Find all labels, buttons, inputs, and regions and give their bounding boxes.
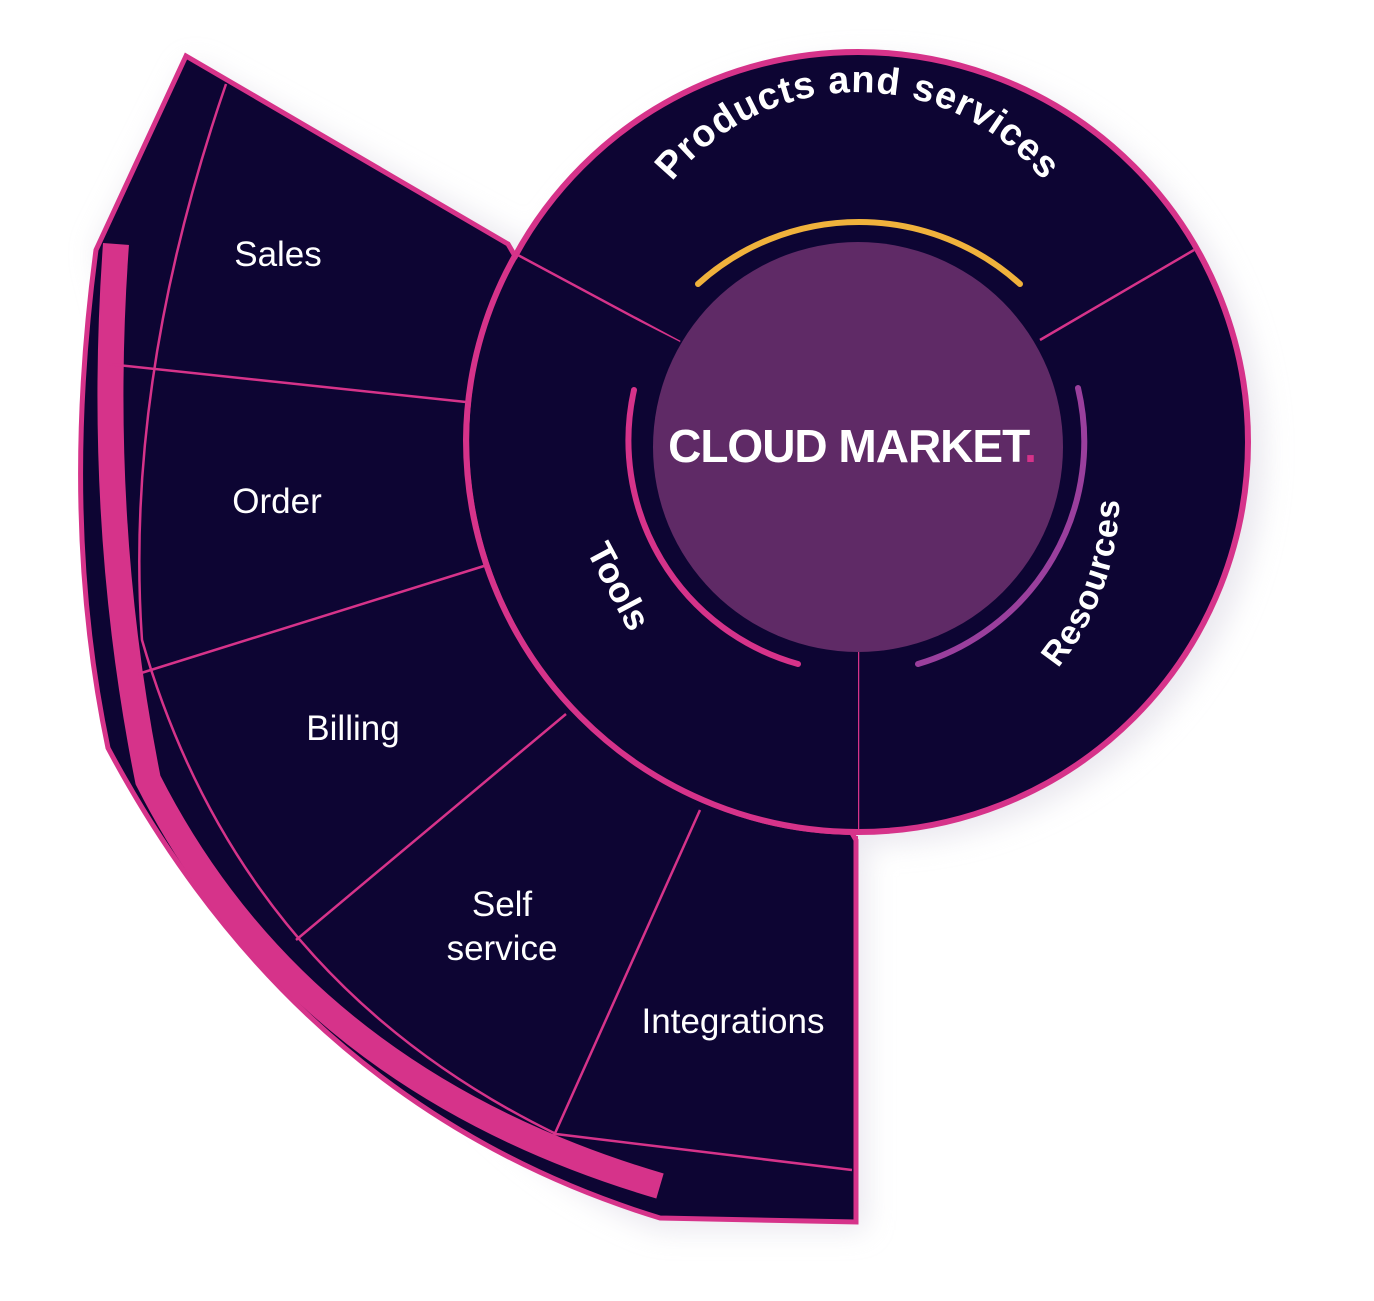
center-logo: CLOUD MARKET. <box>668 420 1036 472</box>
fan-inner-arc <box>138 83 853 1172</box>
fan-label-order: Order <box>232 482 322 521</box>
center-disc <box>653 242 1063 652</box>
fan-rim-accent <box>97 243 664 1199</box>
fan: Sales Order Billing Self service Integra… <box>78 52 859 1225</box>
tools-border <box>462 252 859 835</box>
resources-accent-arc <box>915 385 1088 667</box>
fan-outer-band <box>78 52 859 1225</box>
fan-dividers <box>107 362 702 1141</box>
tools-accent-arc <box>625 387 801 667</box>
fan-labels: Sales Order Billing Self service Integra… <box>232 235 824 1041</box>
fan-label-integrations: Integrations <box>642 1002 825 1041</box>
logo-text: CLOUD MARKET <box>668 420 1030 472</box>
products-accent-arc <box>695 218 1023 287</box>
fan-label-sales: Sales <box>234 235 322 274</box>
ring: Products and services Resources Tools CL… <box>462 49 1251 835</box>
tools-zone <box>469 258 858 832</box>
logo-dot: . <box>1024 420 1036 472</box>
fan-label-self-service-line1: Self <box>472 885 533 924</box>
fan-label-billing: Billing <box>306 709 399 748</box>
fan-label-self-service-line2: service <box>447 929 558 968</box>
